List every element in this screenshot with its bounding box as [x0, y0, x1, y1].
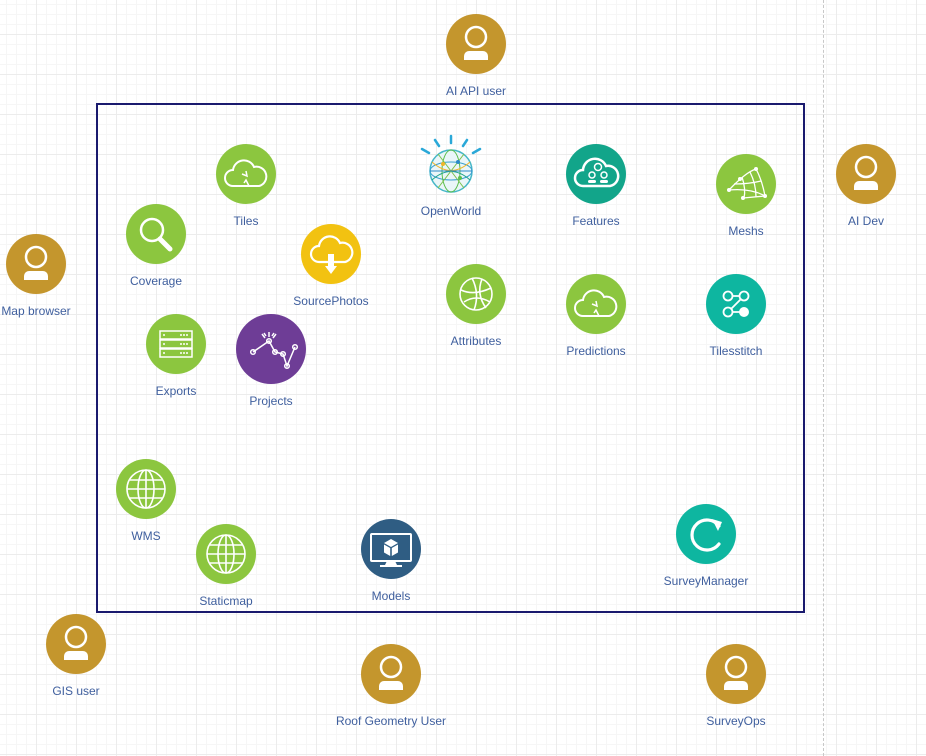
service-label: SourcePhotos: [293, 294, 369, 308]
service-label: OpenWorld: [420, 204, 482, 218]
service-label: Predictions: [566, 344, 626, 358]
separator-line: [823, 0, 824, 756]
globe-icon: [446, 264, 506, 324]
service-label: Exports: [155, 384, 197, 398]
actor-label: Roof Geometry User: [335, 714, 447, 728]
actor-label: AI API user: [445, 84, 507, 98]
user-icon: [46, 614, 106, 674]
system-boundary: [96, 103, 805, 613]
actor-label: Map browser: [1, 304, 71, 318]
user-icon: [446, 14, 506, 74]
service-label: Features: [572, 214, 620, 228]
service-label: Staticmap: [199, 594, 253, 608]
globe-grid-icon: [196, 524, 256, 584]
monitor-cube-icon: [361, 519, 421, 579]
globe-network-icon: [416, 134, 486, 204]
magnifier-icon: [126, 204, 186, 264]
user-icon: [361, 644, 421, 704]
service-label: Meshs: [728, 224, 764, 238]
cloud-sync-icon: [566, 274, 626, 334]
cloud-sync-icon: [216, 144, 276, 204]
service-label: WMS: [131, 529, 161, 543]
actor-label: SurveyOps: [706, 714, 766, 728]
service-label: Tiles: [233, 214, 259, 228]
cloud-group-icon: [566, 144, 626, 204]
user-icon: [6, 234, 66, 294]
mesh-icon: [716, 154, 776, 214]
share-nodes-icon: [706, 274, 766, 334]
server-rack-icon: [146, 314, 206, 374]
refresh-icon: [676, 504, 736, 564]
globe-grid-icon: [116, 459, 176, 519]
service-label: Attributes: [450, 334, 502, 348]
cloud-download-icon: [301, 224, 361, 284]
service-label: SurveyManager: [663, 574, 749, 588]
service-label: Coverage: [129, 274, 183, 288]
service-label: Projects: [249, 394, 293, 408]
actor-label: AI Dev: [847, 214, 884, 228]
path-chart-icon: [236, 314, 306, 384]
actor-label: GIS user: [52, 684, 100, 698]
service-label: Tilesstitch: [709, 344, 763, 358]
service-label: Models: [371, 589, 411, 603]
user-icon: [706, 644, 766, 704]
user-icon: [836, 144, 896, 204]
